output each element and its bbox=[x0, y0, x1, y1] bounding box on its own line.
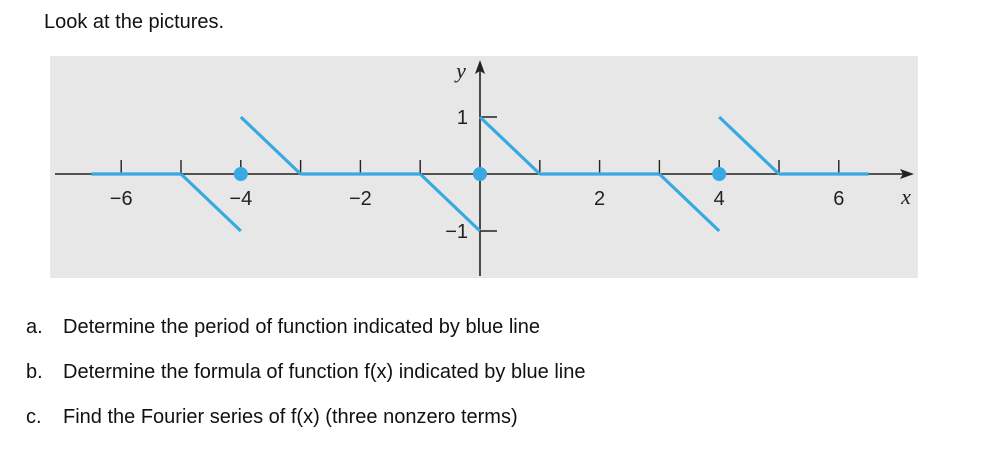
x-tick-label: 6 bbox=[833, 188, 844, 210]
question-a: a. Determine the period of function indic… bbox=[26, 313, 586, 358]
function-segment bbox=[478, 115, 541, 176]
question-list: a. Determine the period of function indic… bbox=[26, 313, 586, 448]
x-tick-label: −4 bbox=[229, 188, 252, 210]
function-segment bbox=[658, 172, 721, 233]
y-axis-label: y bbox=[454, 58, 466, 83]
y-tick-label: −1 bbox=[445, 221, 468, 243]
x-axis-label: x bbox=[900, 184, 911, 209]
y-tick-label: 1 bbox=[457, 107, 468, 129]
function-segment bbox=[718, 115, 781, 176]
question-marker: c. bbox=[26, 406, 42, 428]
intro-text: Look at the pictures. bbox=[44, 11, 225, 33]
question-b: b. Determine the formula of function f(x)… bbox=[26, 358, 586, 403]
function-point bbox=[712, 167, 727, 181]
x-tick-label: 4 bbox=[714, 188, 725, 210]
question-marker: b. bbox=[26, 361, 43, 383]
question-c: c. Find the Fourier series of f(x) (three… bbox=[26, 403, 586, 448]
function-segment bbox=[419, 172, 482, 233]
function-segment bbox=[179, 172, 242, 233]
x-tick-label: −2 bbox=[349, 188, 372, 210]
x-tick-label: −6 bbox=[110, 188, 133, 210]
question-text: Determine the period of function indicat… bbox=[63, 316, 540, 338]
function-graph: −6 −4 −2 2 4 6 1 −1 x y bbox=[50, 56, 918, 278]
y-axis-arrow bbox=[475, 60, 485, 74]
question-marker: a. bbox=[26, 316, 43, 338]
question-text: Find the Fourier series of f(x) (three n… bbox=[63, 406, 518, 428]
function-point bbox=[473, 167, 487, 181]
function-point bbox=[233, 167, 248, 181]
question-text: Determine the formula of function f(x) i… bbox=[63, 361, 586, 383]
x-axis-arrow bbox=[900, 169, 914, 179]
function-segment bbox=[239, 115, 302, 176]
x-tick-label: 2 bbox=[594, 188, 605, 210]
